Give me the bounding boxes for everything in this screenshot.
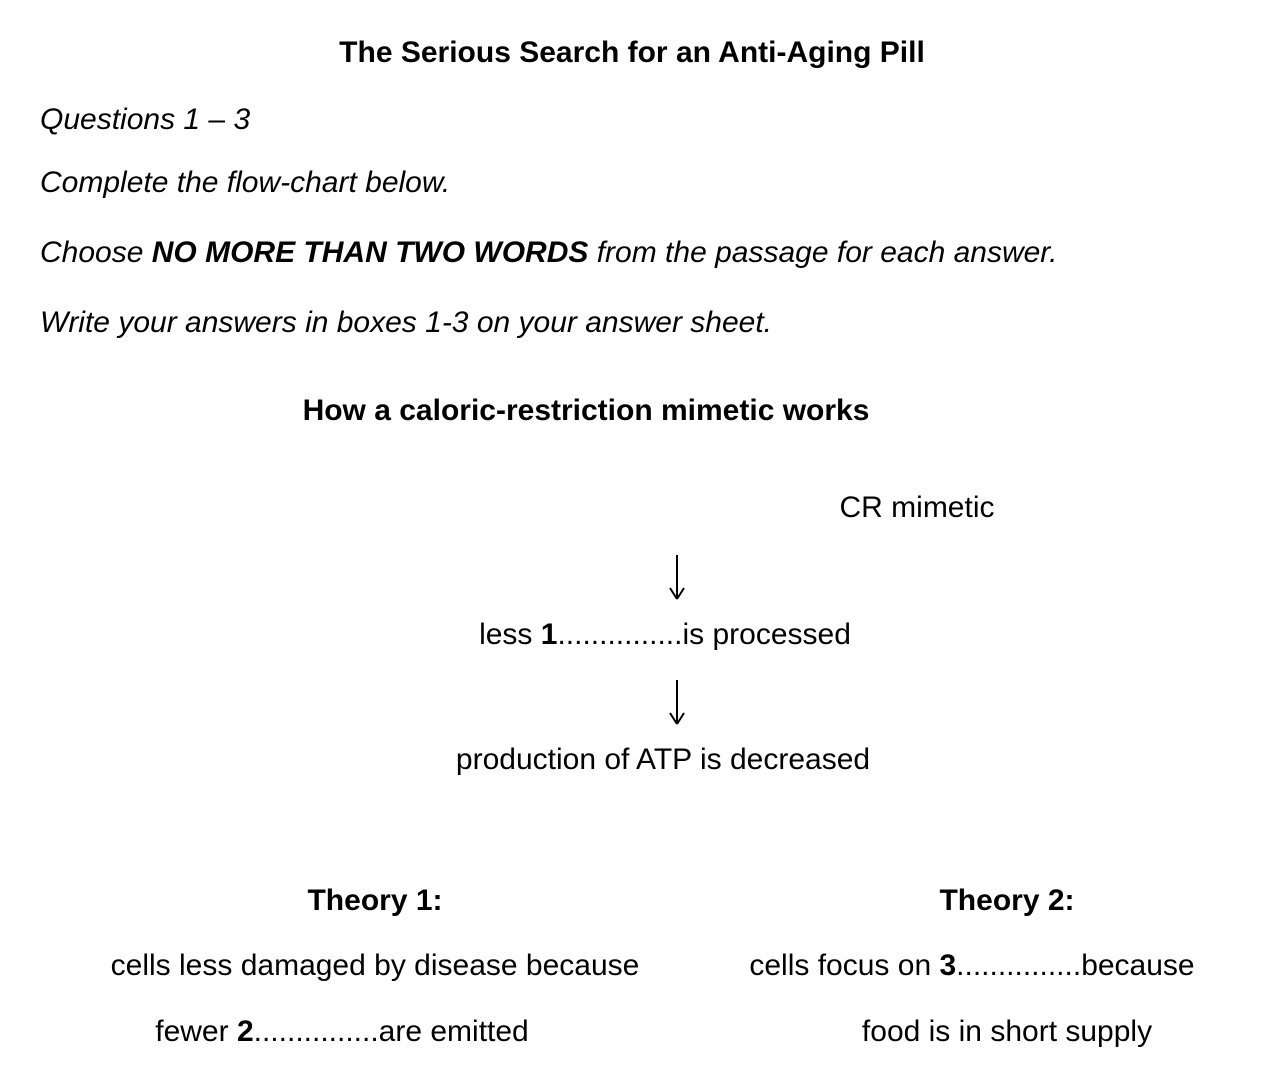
flowchart-node-atp: production of ATP is decreased xyxy=(455,743,871,776)
flowchart-start-node: CR mimetic xyxy=(839,491,995,524)
instruction-answer-sheet: Write your answers in boxes 1-3 on your … xyxy=(40,306,772,339)
instruction-word-limit-emphasis: NO MORE THAN TWO WORDS xyxy=(151,236,589,269)
down-arrow-icon xyxy=(669,680,685,725)
theory-2-line-2: food is in short supply xyxy=(861,1015,1153,1048)
theory-1-line-2: fewer 2...............are emitted xyxy=(0,1015,717,1049)
q1-answer-blank: ............... xyxy=(557,618,683,651)
flowchart-connector-1 xyxy=(45,553,1264,601)
q3-prefix: cells focus on xyxy=(749,949,940,982)
q1-number: 1 xyxy=(540,618,558,651)
instruction-complete-flowchart: Complete the flow-chart below. xyxy=(40,166,451,199)
q3-number: 3 xyxy=(939,949,957,982)
q2-suffix: are emitted xyxy=(378,1015,529,1048)
q2-prefix: fewer xyxy=(155,1015,237,1048)
theory-2-line-1: cells focus on 3...............because xyxy=(715,949,1229,983)
down-arrow-icon xyxy=(669,555,685,600)
q1-suffix: is processed xyxy=(682,618,851,651)
q3-answer-blank: ............... xyxy=(956,949,1082,982)
document-title: The Serious Search for an Anti-Aging Pil… xyxy=(339,36,925,69)
theory-1-line-1: cells less damaged by disease because xyxy=(110,949,640,982)
instruction-word-limit: Choose NO MORE THAN TWO WORDS from the p… xyxy=(40,236,1058,270)
instruction-word-limit-prefix: Choose xyxy=(40,236,152,269)
q3-suffix: because xyxy=(1081,949,1195,982)
theory-2-heading: Theory 2: xyxy=(939,884,1075,917)
questions-range: Questions 1 – 3 xyxy=(40,103,251,136)
q2-answer-blank: ............... xyxy=(253,1015,379,1048)
q1-prefix: less xyxy=(479,618,541,651)
q2-number: 2 xyxy=(236,1015,254,1048)
theory-1-heading: Theory 1: xyxy=(307,884,443,917)
flowchart-node-question-1: less 1...............is processed xyxy=(33,618,1264,652)
flowchart-connector-2 xyxy=(45,678,1264,726)
flowchart-heading: How a caloric-restriction mimetic works xyxy=(302,394,870,427)
instruction-word-limit-suffix: from the passage for each answer. xyxy=(588,236,1058,269)
